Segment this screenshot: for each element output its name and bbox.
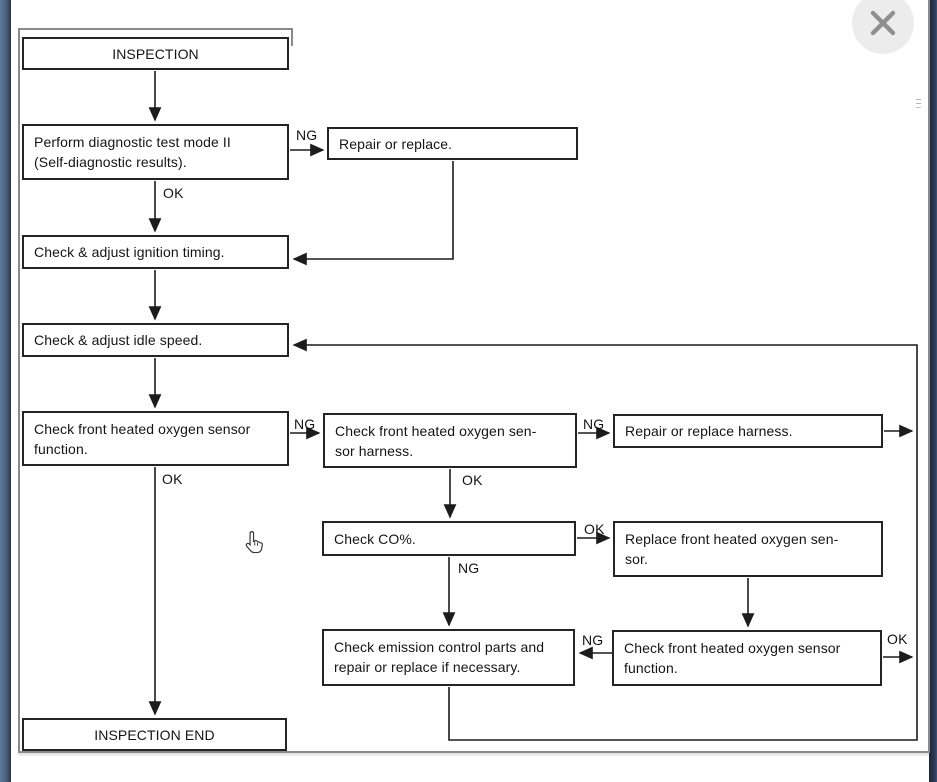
- edge-label-ng: NG: [458, 560, 480, 576]
- cursor-hand-pointer-icon: [245, 531, 263, 554]
- node-label-line2: (Self-diagnostic results).: [34, 154, 187, 170]
- flow-node-inspection: INSPECTION: [22, 37, 289, 70]
- flow-node-replace-o2-sensor: Replace front heated oxygen sen- sor.: [613, 521, 883, 577]
- node-label-line1: Perform diagnostic test mode II: [34, 134, 231, 150]
- flow-node-o2-sensor-harness: Check front heated oxygen sen- sor harne…: [323, 413, 577, 468]
- page-frame-left: [18, 28, 20, 752]
- flow-node-check-co: Check CO%.: [322, 521, 576, 556]
- right-window-border: [929, 0, 937, 782]
- node-label: INSPECTION: [112, 45, 199, 62]
- node-label-line1: Check front heated oxygen sen-: [335, 423, 537, 439]
- edge-label-ok: OK: [887, 631, 908, 647]
- flow-node-idle-speed: Check & adjust idle speed.: [22, 323, 289, 357]
- edge-label-ok: OK: [162, 471, 183, 487]
- edge-label-ng: NG: [582, 632, 604, 648]
- flow-node-o2-sensor-function: Check front heated oxygen sensor functio…: [22, 411, 289, 466]
- edge-label-ng: NG: [296, 127, 318, 143]
- page-frame-bottom: [18, 751, 930, 753]
- page-frame-top: [18, 28, 293, 30]
- node-label-line2: repair or replace if necessary.: [334, 659, 521, 675]
- node-label-line1: Check front heated oxygen sensor: [34, 421, 251, 437]
- edge-label-ok: OK: [163, 185, 184, 201]
- flow-node-inspection-end: INSPECTION END: [22, 718, 287, 751]
- node-label-line1: Check emission control parts and: [334, 639, 545, 655]
- flow-node-ignition-timing: Check & adjust ignition timing.: [22, 235, 289, 269]
- page-frame-right: [928, 0, 930, 753]
- close-icon: [870, 10, 896, 36]
- node-label-line2: function.: [34, 441, 88, 457]
- node-label: INSPECTION END: [94, 726, 215, 743]
- scan-artifact: [916, 99, 921, 100]
- node-label: Check & adjust idle speed.: [34, 332, 203, 348]
- node-label: Check & adjust ignition timing.: [34, 244, 225, 260]
- node-label-line2: sor.: [625, 551, 648, 567]
- flow-node-o2-sensor-function-recheck: Check front heated oxygen sensor functio…: [612, 630, 882, 686]
- close-button[interactable]: [852, 0, 914, 54]
- node-label: Check CO%.: [334, 530, 416, 547]
- node-label-line1: Replace front heated oxygen sen-: [625, 531, 839, 547]
- edge-label-ok: OK: [584, 521, 605, 537]
- flow-node-repair-or-replace: Repair or replace.: [327, 127, 578, 160]
- flow-node-emission-control: Check emission control parts and repair …: [322, 629, 575, 686]
- edge-label-ng: NG: [583, 416, 605, 432]
- edge-label-ng: NG: [294, 416, 316, 432]
- node-label-line2: sor harness.: [335, 443, 414, 459]
- node-label: Repair or replace.: [339, 135, 453, 152]
- edge-label-ok: OK: [462, 472, 483, 488]
- left-window-border: [0, 0, 11, 782]
- page-frame-top-corner: [291, 28, 293, 46]
- node-label-line1: Check front heated oxygen sensor: [624, 640, 841, 656]
- flow-node-repair-harness: Repair or replace harness.: [613, 414, 883, 448]
- flow-node-diagnostic-test: Perform diagnostic test mode II (Self-di…: [22, 124, 289, 180]
- node-label-line2: function.: [624, 660, 678, 676]
- node-label: Repair or replace harness.: [625, 423, 793, 439]
